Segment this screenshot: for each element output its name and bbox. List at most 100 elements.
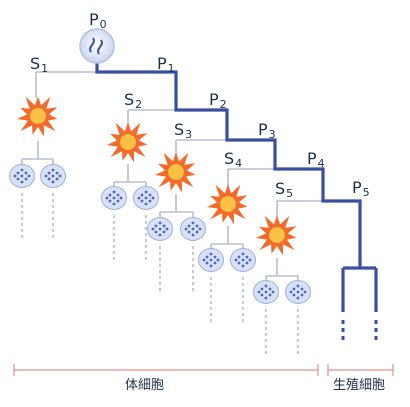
- lineage-dot: [145, 215, 147, 218]
- cell-dot: [296, 290, 300, 294]
- lineage-dot: [159, 270, 161, 273]
- cell-dot: [268, 293, 272, 297]
- lineage-dot: [242, 307, 244, 310]
- lineage-dot: [192, 282, 194, 285]
- cell-dot: [140, 193, 144, 197]
- lineage-dot: [113, 239, 115, 242]
- cell-dot: [241, 252, 245, 256]
- lineage-dot: [242, 289, 244, 292]
- cell-dot: [165, 227, 169, 231]
- lineage-dot: [145, 221, 147, 224]
- cell-dot: [216, 258, 220, 262]
- cell-dot: [51, 168, 55, 172]
- lineage-dot: [113, 215, 115, 218]
- cell-dot: [245, 255, 249, 259]
- lineage-dot: [297, 333, 299, 336]
- lineage-dot: [159, 252, 161, 255]
- cell-dot: [195, 224, 199, 228]
- cell-dot: [154, 224, 158, 228]
- cell-dot: [248, 258, 252, 262]
- cell-dot: [24, 177, 28, 181]
- germline-dot: [374, 336, 378, 340]
- cell-dot: [268, 287, 272, 291]
- cell-dot: [144, 202, 148, 206]
- cell-dot: [44, 174, 48, 178]
- lineage-dot: [52, 205, 54, 208]
- cell-dot: [187, 230, 191, 234]
- burst-icon-2-core: [120, 134, 136, 150]
- lineage-dot: [265, 345, 267, 348]
- cell-dot: [112, 190, 116, 194]
- cell-dot: [213, 261, 217, 265]
- zygote-squiggle-2: [97, 39, 103, 55]
- cell-dot: [191, 227, 195, 231]
- lineage-dot: [21, 193, 23, 196]
- cell-dot: [245, 261, 249, 265]
- cell-dot: [202, 258, 206, 262]
- lineage-dot: [145, 233, 147, 236]
- lineage-dot: [210, 319, 212, 322]
- lineage-dot: [297, 345, 299, 348]
- cell-dot: [112, 196, 116, 200]
- cell-dot: [148, 199, 152, 203]
- cell-dot: [20, 180, 24, 184]
- lineage-dot: [21, 205, 23, 208]
- cell-dot: [271, 290, 275, 294]
- cell-dot: [13, 174, 17, 178]
- germline-dot: [341, 336, 345, 340]
- lineage-dot: [242, 319, 244, 322]
- cell-dot: [264, 284, 268, 288]
- cell-dot: [16, 177, 20, 181]
- cell-dot: [209, 252, 213, 256]
- cell-dot: [237, 261, 241, 265]
- cell-dot: [187, 224, 191, 228]
- cell-dot: [296, 284, 300, 288]
- zygote-body: [79, 28, 115, 64]
- zygote-icon: [79, 28, 115, 64]
- cell-dot: [20, 168, 24, 172]
- cell-dot: [119, 196, 123, 200]
- cell-dot: [58, 174, 62, 178]
- cell-dot: [241, 258, 245, 262]
- lineage-dot: [210, 295, 212, 298]
- lineage-dot: [113, 257, 115, 260]
- cell-dot: [51, 180, 55, 184]
- lineage-dot: [21, 229, 23, 232]
- lineage-dot: [242, 301, 244, 304]
- cell-dot: [184, 227, 188, 231]
- cell-dot: [158, 233, 162, 237]
- cell-dot: [191, 233, 195, 237]
- lineage-dot: [265, 327, 267, 330]
- cell-dot: [47, 171, 51, 175]
- cell-dot: [198, 227, 202, 231]
- burst-icon-5-core: [269, 227, 285, 243]
- burst-icon-3-core: [168, 164, 184, 180]
- lineage-dot: [210, 277, 212, 280]
- lineage-dot: [297, 339, 299, 342]
- cell-dot: [24, 171, 28, 175]
- lineage-dot: [265, 321, 267, 324]
- cell-dot: [234, 258, 238, 262]
- lineage-dot: [242, 295, 244, 298]
- lineage-dot: [210, 289, 212, 292]
- lineage-dot: [52, 235, 54, 238]
- cell-dot: [116, 199, 120, 203]
- lineage-dot: [113, 221, 115, 224]
- lineage-dot: [21, 235, 23, 238]
- germline-dot: [341, 328, 345, 332]
- lineage-dot: [265, 309, 267, 312]
- lineage-dot: [297, 309, 299, 312]
- cell-dot: [27, 174, 31, 178]
- lineage-dot: [21, 211, 23, 214]
- cell-dot: [260, 293, 264, 297]
- somatic-branches: [21, 71, 323, 354]
- lineage-dot: [192, 258, 194, 261]
- cell-dot: [300, 293, 304, 297]
- cell-dot: [257, 290, 261, 294]
- lineage-dot: [159, 258, 161, 261]
- lineage-dot: [21, 217, 23, 220]
- cell-dot: [292, 287, 296, 291]
- cell-dot: [47, 177, 51, 181]
- cell-dot: [16, 171, 20, 175]
- lineage-dot: [192, 246, 194, 249]
